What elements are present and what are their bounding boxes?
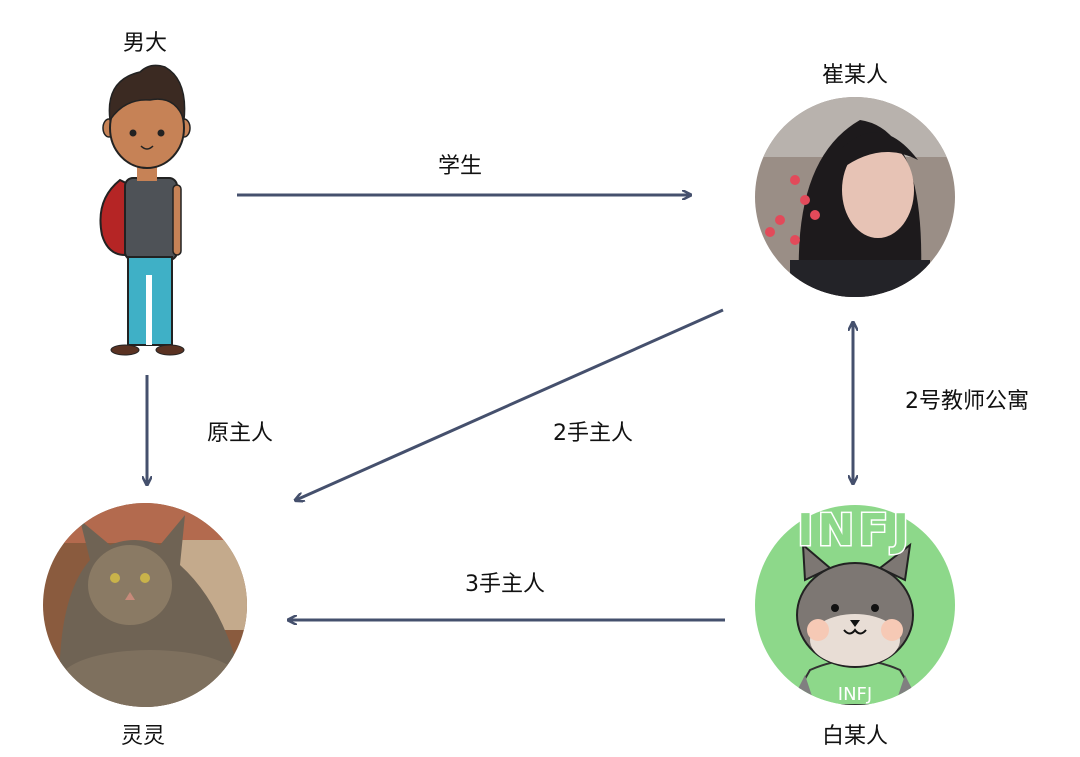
infj-badge-text: INFJ [797,505,913,556]
girl-avatar-icon [755,97,955,297]
node-label-lingling: 灵灵 [121,724,165,749]
node-label-bai: 白某人 [822,724,888,749]
node-label-cui: 崔某人 [822,63,888,88]
cat-photo-icon [43,503,247,707]
edge-label-third-owner: 3手主人 [465,572,545,597]
edge-label-original-owner: 原主人 [207,421,273,446]
node-label-boy: 男大 [123,31,167,56]
infj-cat-avatar-icon: INFJ INFJ [755,504,955,705]
edge-label-second-owner: 2手主人 [553,421,633,446]
shirt-text: INFJ [838,684,872,705]
edge-label-student: 学生 [438,154,482,179]
edge-label-apartment: 2号教师公寓 [905,389,1029,414]
edge-cui-to-lingling [296,308,724,500]
student-figure-icon [99,64,191,356]
